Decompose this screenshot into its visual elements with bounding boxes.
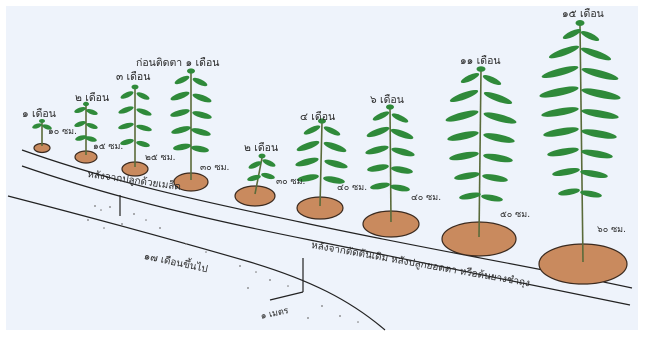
label-before-budding: ก่อนติดตา ๑ เดือน <box>136 58 219 69</box>
mound-5 <box>235 186 275 206</box>
label-month-2a: ๒ เดือน <box>75 93 109 104</box>
label-month-2b: ๒ เดือน <box>244 143 278 154</box>
label-month-1: ๑ เดือน <box>22 109 56 120</box>
size-60cm: ๖๐ ซม. <box>597 226 626 235</box>
size-30cm: ๓๐ ซม. <box>200 164 229 173</box>
size-30cm-b: ๓๐ ซม. <box>276 178 305 187</box>
size-15cm: ๑๕ ซม. <box>93 143 123 152</box>
label-month-3: ๓ เดือน <box>116 72 150 83</box>
stem-7 <box>390 108 391 222</box>
size-50cm: ๕๐ ซม. <box>500 211 530 220</box>
label-month-15: ๑๕ เดือน <box>562 9 604 20</box>
label-month-4: ๔ เดือน <box>300 112 335 123</box>
label-month-11: ๑๑ เดือน <box>460 56 501 67</box>
label-month-6: ๖ เดือน <box>370 95 404 106</box>
size-40cm-b: ๔๐ ซม. <box>411 194 441 203</box>
illustration-background <box>6 6 638 330</box>
size-40cm-a: ๔๐ ซม. <box>337 184 367 193</box>
size-25cm: ๒๕ ซม. <box>145 154 176 163</box>
size-10cm: ๑๐ ซม. <box>48 128 77 137</box>
